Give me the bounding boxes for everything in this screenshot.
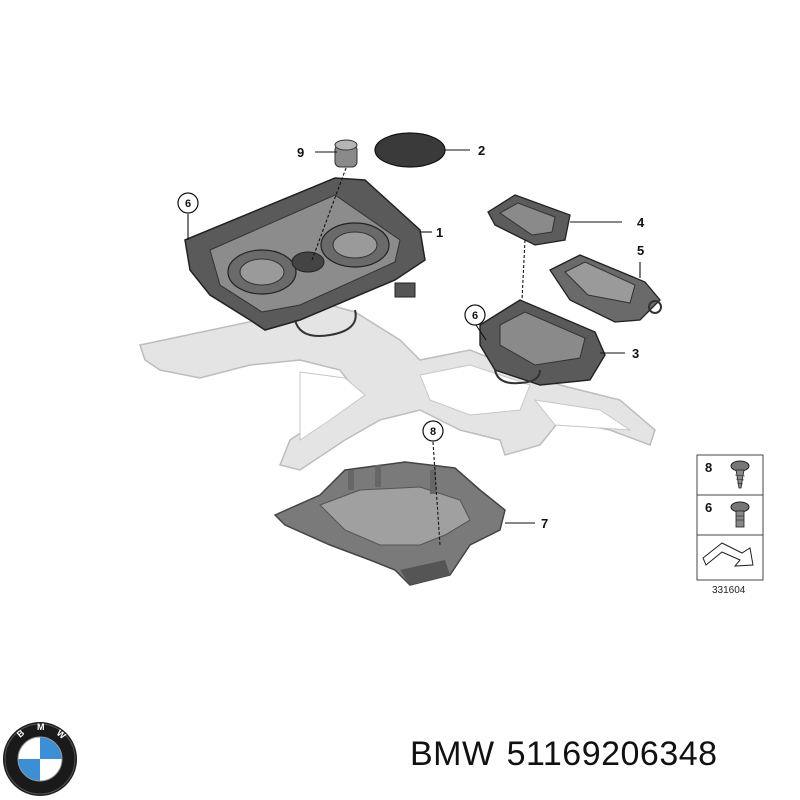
console-bracket: [273, 461, 506, 586]
rubber-mat-tray: [549, 254, 662, 323]
callout-4: 4: [637, 215, 645, 230]
callout-9: 9: [297, 145, 304, 160]
circled-callout-6-top: 6: [177, 192, 199, 214]
cap-knob: [334, 139, 358, 168]
bolt-icon: [730, 501, 750, 528]
legend-label-6: 6: [705, 500, 712, 515]
folded-arrow-icon: [702, 542, 754, 567]
circled-callout-6-right-label: 6: [472, 310, 478, 322]
console-trim-panel: [139, 304, 656, 471]
diagram-ref-code: 331604: [712, 585, 746, 596]
part-number: 51169206348: [506, 735, 718, 773]
part-caption: BMW 51169206348: [410, 735, 730, 774]
callout-2: 2: [478, 143, 485, 158]
circled-callout-6-right: 6: [464, 304, 486, 326]
callout-1: 1: [436, 225, 443, 240]
storage-insert: [487, 194, 571, 246]
callout-5: 5: [637, 243, 644, 258]
screw-icon: [730, 460, 750, 489]
holder-unit: [479, 299, 606, 386]
legend-label-8: 8: [705, 460, 712, 475]
svg-text:M: M: [37, 722, 45, 732]
circled-callout-8-label: 8: [430, 426, 436, 438]
circled-callout-6-top-label: 6: [185, 198, 191, 210]
seal-cover: [374, 132, 446, 168]
callout-7: 7: [541, 516, 548, 531]
fastener-legend: 8 6 331604: [696, 454, 764, 596]
brand-name: BMW: [410, 735, 495, 773]
svg-text:B: B: [15, 727, 27, 739]
leader-lines: [187, 149, 641, 546]
circled-callout-8: 8: [422, 420, 444, 442]
callout-3: 3: [632, 346, 639, 361]
cupholder-tray: [184, 177, 426, 337]
bmw-logo: B M W: [3, 722, 77, 796]
